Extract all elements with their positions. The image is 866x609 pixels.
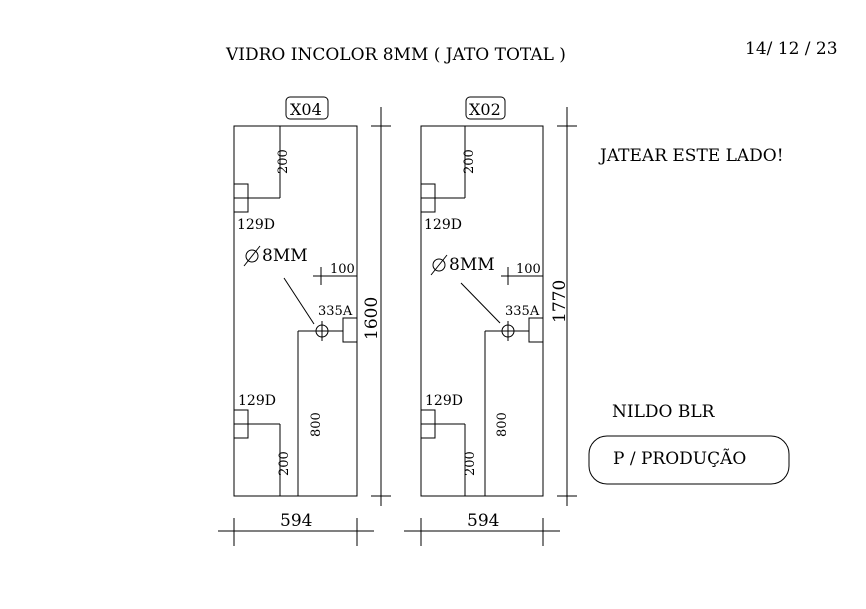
hinge-bottom-label: 129D [238,393,276,409]
hinge-top-cutout [233,183,249,213]
panel-tag: X02 [469,100,501,119]
blast-side-note: JATEAR ESTE LADO! [598,146,784,166]
panel-tag: X04 [290,100,322,119]
top-dim-label: 200 [276,149,291,174]
hole-dim-label: 100 [330,262,355,277]
hinge-top-label: 129D [424,217,462,233]
bottom-dim-label: 200 [277,451,292,476]
lock-cutout [528,317,544,343]
lock-height-label: 800 [495,412,510,437]
lock-height-label: 800 [309,412,324,437]
destination-box [588,435,790,485]
diameter-icon-slash [430,254,448,276]
width-dim-label: 594 [467,511,499,531]
lock-label: 335A [505,304,540,319]
drawing-title: VIDRO INCOLOR 8MM ( JATO TOTAL ) [225,45,566,65]
panel-tag-box [285,96,329,120]
panel-tag-box [465,96,506,120]
top-dim-label: 200 [462,149,477,174]
hole-leader [460,282,501,324]
hinge-top-label: 129D [237,217,275,233]
hinge-bottom-label: 129D [425,393,463,409]
diameter-icon [245,249,259,263]
hole-label: 8MM [262,246,308,266]
height-dim-label: 1770 [550,280,570,323]
width-dim-label: 594 [280,511,312,531]
drawing-date: 14/ 12 / 23 [745,39,838,59]
lock-label: 335A [318,304,353,319]
height-dim-label: 1600 [362,297,382,340]
lock-cutout [342,317,358,343]
diameter-icon [432,258,446,272]
hole-dim-label: 100 [516,262,541,277]
hinge-top-cutout [420,183,436,213]
panel-x04: X04 200 129D 8MM 100 335A 800 129D 200 [218,96,391,546]
panel-x02: X02 200 129D 8MM 100 335A 800 129D 200 1… [404,96,577,546]
diameter-icon-slash [243,245,261,267]
hole-label: 8MM [449,255,495,275]
hole-leader [283,277,315,325]
bottom-dim-label: 200 [463,451,478,476]
glass-outline [233,125,358,497]
destination-label: P / PRODUÇÃO [613,448,746,469]
author-note: NILDO BLR [612,402,716,422]
glass-outline [420,125,544,497]
